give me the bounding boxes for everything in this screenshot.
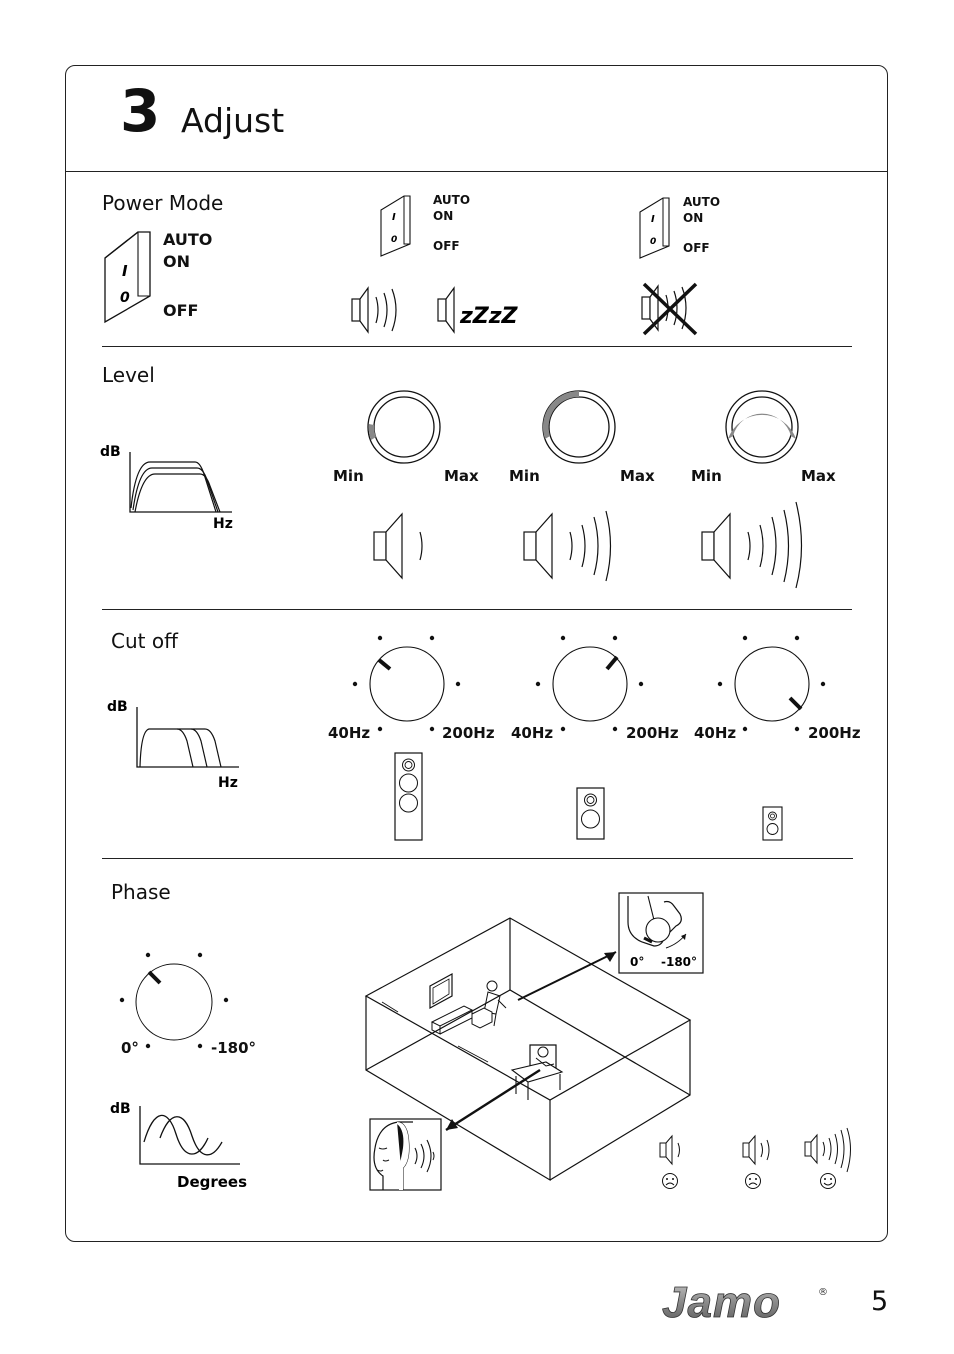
section-divider: [102, 346, 852, 347]
speaker-sound-icon: [351, 286, 397, 334]
cutoff3-low-label: 40Hz: [694, 724, 737, 742]
switch1-on-label: ON: [433, 209, 454, 223]
phase-response-graph: dB Degrees: [110, 1101, 247, 1191]
section-divider: [102, 858, 853, 859]
section-divider: [102, 609, 852, 610]
speaker-off-icon: [641, 282, 698, 336]
switch-on-label: ON: [163, 252, 190, 271]
phase-knob-low-label: 0°: [121, 1039, 139, 1057]
cutoff-knob-low: [352, 635, 461, 732]
power-switch-auto-icon: I 0: [380, 195, 411, 257]
satellite-speaker-icon: [762, 806, 783, 841]
phase-arrows: [445, 951, 617, 1132]
speaker-low-volume-icon: [373, 512, 423, 580]
speaker-unhappy-icon-2: [742, 1134, 770, 1189]
level-knob-mid: [542, 390, 616, 464]
phase-adjust-hand-icon: 0° -180°: [618, 892, 704, 974]
bookshelf-speaker-icon: [576, 787, 605, 840]
switch1-auto-label: AUTO: [433, 193, 471, 207]
switch-off-label: OFF: [163, 301, 199, 320]
svg-text:I: I: [392, 212, 396, 223]
header-divider: [65, 171, 888, 172]
switch2-on-label: ON: [683, 211, 704, 225]
cutoff2-low-label: 40Hz: [511, 724, 554, 742]
speaker-unhappy-icon-1: [659, 1134, 680, 1189]
phase-title: Phase: [111, 880, 171, 904]
level-title: Level: [102, 363, 155, 387]
level3-max-label: Max: [801, 467, 836, 485]
cutoff-title: Cut off: [111, 629, 178, 653]
switch-mark-zero: 0: [120, 290, 130, 306]
brand-name: Jamo: [662, 1278, 781, 1327]
sleep-text: zZzZ: [459, 304, 519, 329]
inset-high-label: -180°: [661, 955, 697, 969]
level2-max-label: Max: [620, 467, 655, 485]
level-graph-y-label: dB: [100, 444, 121, 460]
inset-low-label: 0°: [630, 955, 644, 969]
phase-graph-y-label: dB: [110, 1101, 131, 1117]
svg-text:0: 0: [650, 237, 656, 247]
brand-registered: ®: [818, 1287, 828, 1298]
switch-mark-one: I: [122, 262, 128, 280]
level1-min-label: Min: [333, 467, 364, 485]
brand-logo: Jamo ®: [662, 1278, 828, 1328]
cutoff-response-graph: dB Hz: [107, 699, 239, 791]
cutoff-graph-y-label: dB: [107, 699, 128, 715]
phase-graph-x-label: Degrees: [177, 1173, 247, 1191]
level2-min-label: Min: [509, 467, 540, 485]
switch2-off-label: OFF: [683, 241, 710, 255]
speaker-mid-volume-icon: [523, 510, 612, 582]
level-response-graph: dB Hz: [100, 444, 233, 532]
cutoff-graph-x-label: Hz: [218, 775, 238, 791]
listener-ear-icon: [369, 1118, 442, 1191]
cutoff3-high-label: 200Hz: [808, 724, 861, 742]
switch-auto-label: AUTO: [163, 230, 213, 249]
speaker-high-volume-icon: [701, 501, 803, 589]
speaker-sleep-icon: zZzZ: [437, 286, 519, 334]
level3-min-label: Min: [691, 467, 722, 485]
speaker-happy-icon: [804, 1127, 851, 1189]
phase-knob-high-label: -180°: [211, 1039, 257, 1057]
level-graph-x-label: Hz: [213, 516, 233, 532]
power-switch-on-icon: I 0: [639, 197, 670, 259]
floorstanding-speaker-icon: [394, 752, 423, 841]
power-mode-title: Power Mode: [102, 191, 224, 215]
switch1-off-label: OFF: [433, 239, 460, 253]
svg-text:0: 0: [391, 235, 397, 245]
power-switch-icon: I 0: [104, 231, 151, 324]
cutoff2-high-label: 200Hz: [626, 724, 679, 742]
page-title: Adjust: [181, 101, 285, 140]
switch2-auto-label: AUTO: [683, 195, 721, 209]
page-number: 5: [871, 1286, 889, 1317]
level-knob-max: [725, 390, 799, 464]
cutoff1-high-label: 200Hz: [442, 724, 495, 742]
svg-text:I: I: [651, 214, 655, 225]
cutoff-knob-mid: [535, 635, 644, 732]
phase-knob: [119, 952, 229, 1049]
step-number: 3: [120, 77, 161, 145]
cutoff1-low-label: 40Hz: [328, 724, 371, 742]
level-knob-min: [367, 390, 441, 464]
page-frame: [65, 65, 888, 1242]
level1-max-label: Max: [444, 467, 479, 485]
cutoff-knob-high: [717, 635, 826, 732]
